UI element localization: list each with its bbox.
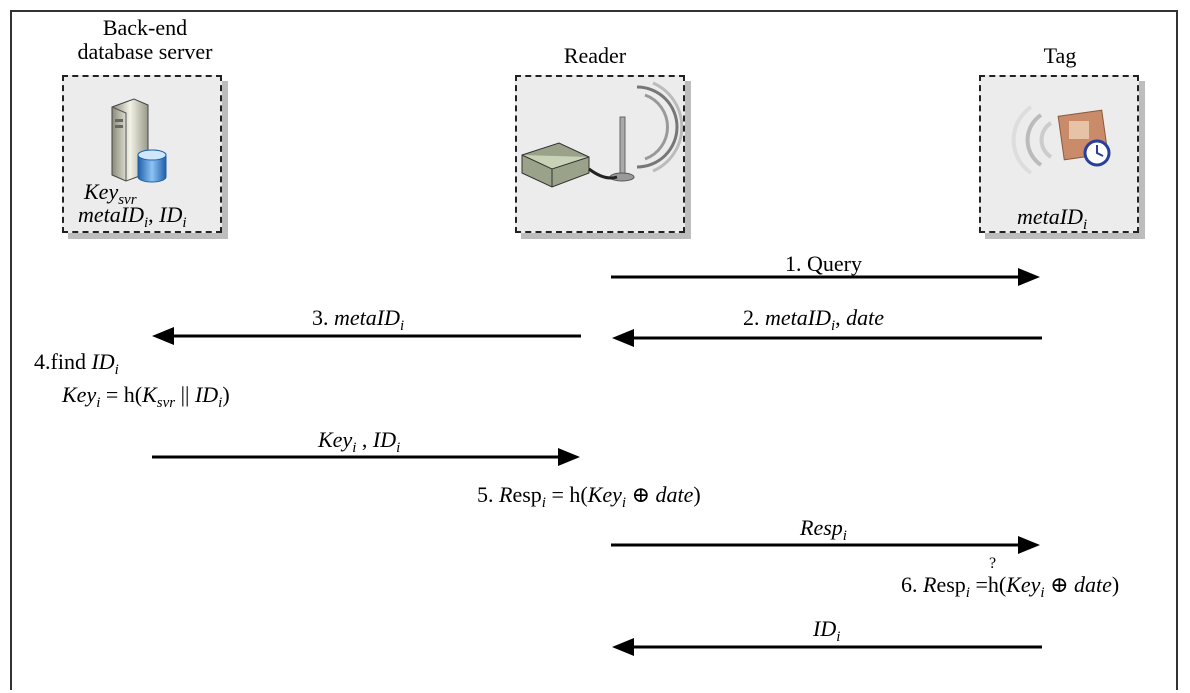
msg-6-verify-mark: ?: [989, 555, 997, 572]
diagram-frame: [10, 10, 1178, 690]
rfid-tag-icon: [1011, 105, 1111, 175]
arrow-query: [611, 268, 1040, 286]
msg-5-resp-compute: 5. Respi = h(Keyi ⊕ date): [477, 482, 701, 511]
database-server-icon: [111, 98, 167, 183]
server-ids-label: metaIDi, IDi: [78, 202, 187, 231]
rfid-reader-icon: [521, 81, 683, 188]
reader-title: Reader: [563, 43, 627, 68]
msg-4-key-derivation: Keyi = h(Ksvr || IDi): [62, 382, 230, 411]
msg-4-find-id: 4.find IDi: [34, 349, 119, 378]
server-box: Keysvr metaIDi, IDi: [62, 75, 222, 233]
arrow-reader-to-server: [152, 327, 581, 345]
msg-resp: Respi: [800, 515, 847, 544]
reader-box: [515, 75, 685, 233]
msg-6-resp-verify: 6. Respi =h(Keyi ⊕ date): [901, 572, 1120, 601]
server-key-label: Keysvr: [84, 179, 137, 208]
arrow-server-to-reader: [152, 448, 580, 466]
msg-key-id: Keyi , IDi: [318, 427, 401, 456]
msg-2-metaid-date: 2. metaIDi, date: [743, 305, 885, 334]
server-title: Back-end database server: [77, 15, 213, 64]
msg-1-query: 1. Query: [785, 251, 862, 276]
tag-id-label: metaIDi: [1017, 204, 1088, 233]
arrow-id: [612, 638, 1042, 656]
tag-box: metaIDi: [979, 75, 1139, 233]
msg-3-metaid: 3. metaIDi: [312, 305, 405, 334]
tag-title: Tag: [1043, 43, 1077, 68]
arrow-resp: [611, 536, 1040, 554]
msg-id: IDi: [813, 616, 841, 645]
arrow-tag-to-reader: [612, 329, 1042, 347]
